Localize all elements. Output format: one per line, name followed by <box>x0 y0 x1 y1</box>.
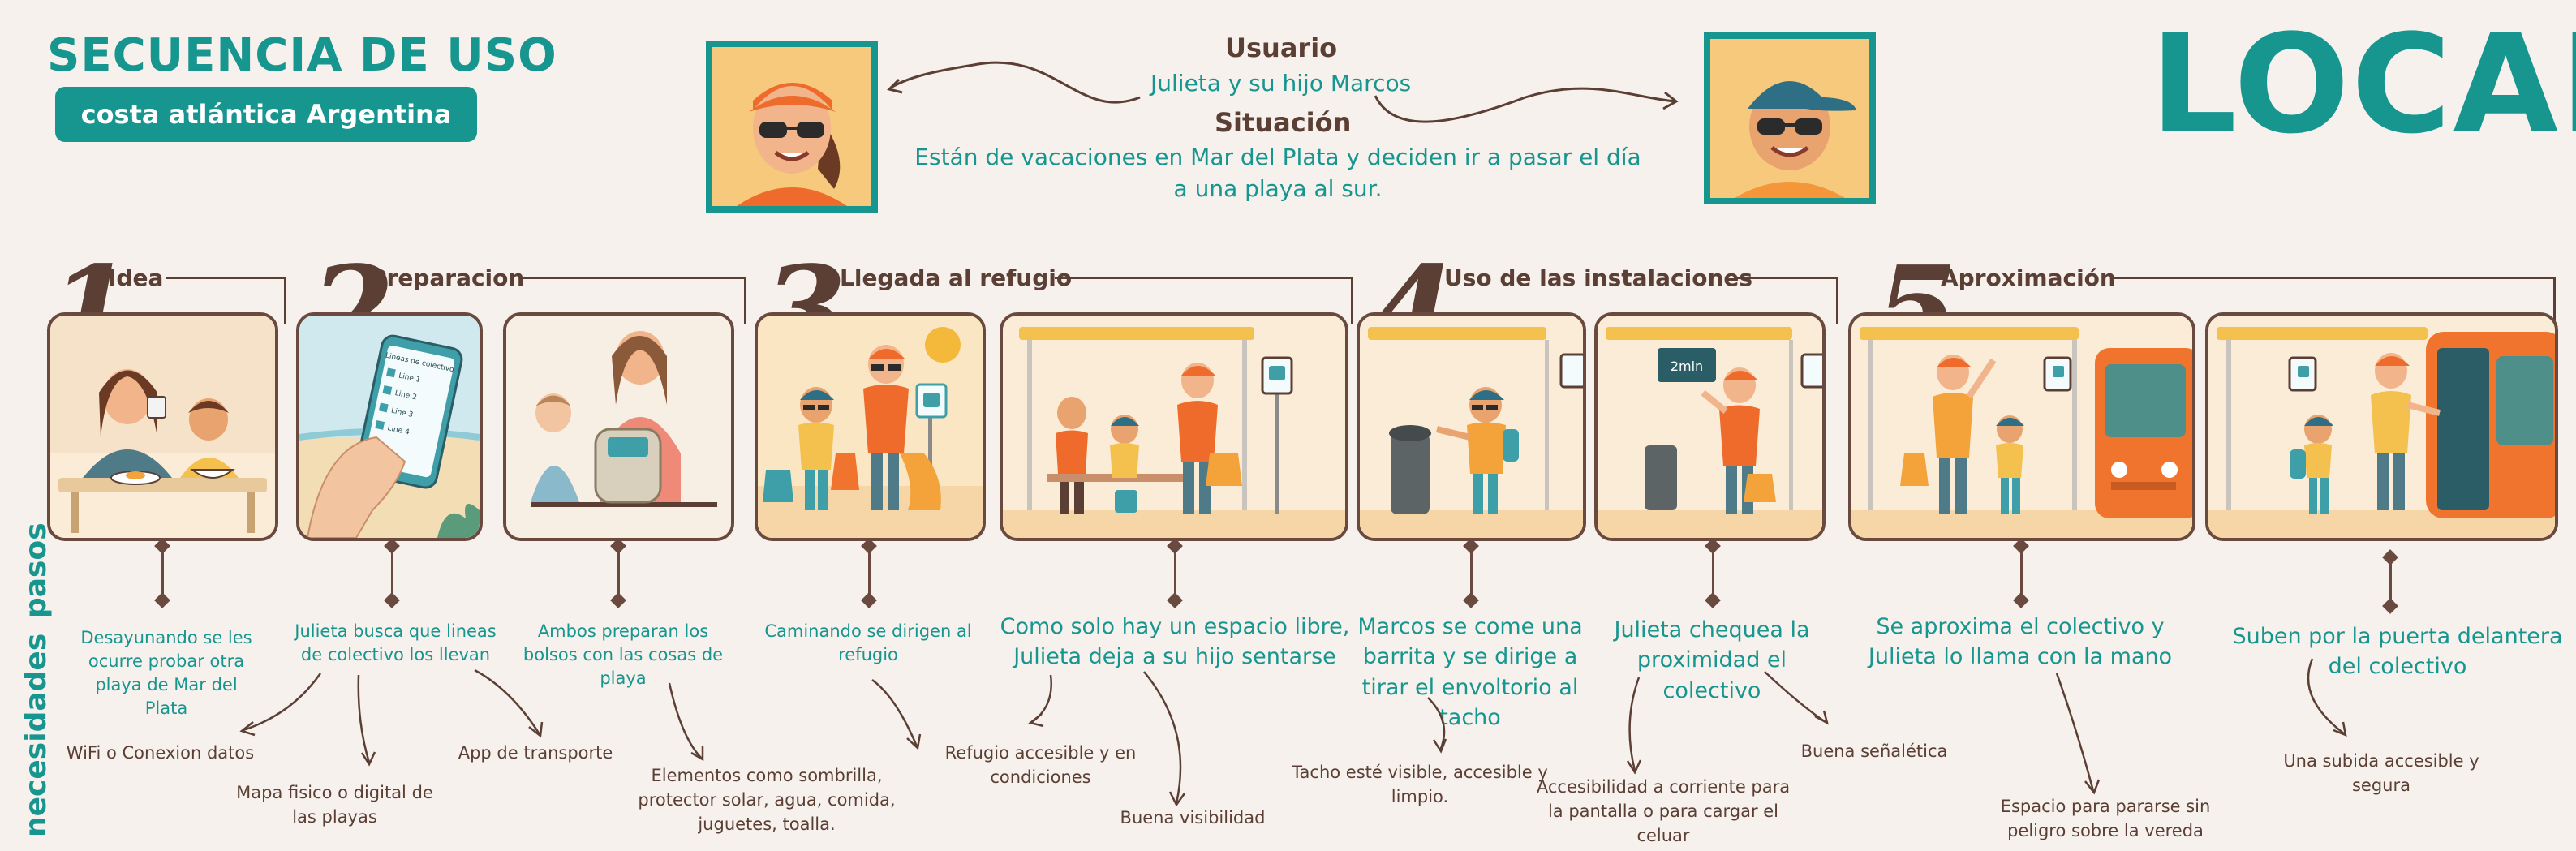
usuario-value: Julieta y su hijo Marcos <box>1150 70 1412 97</box>
panel-walking <box>755 312 986 541</box>
step-5-line-drop <box>2553 277 2556 324</box>
need-wifi: WiFi o Conexion datos <box>66 743 255 763</box>
page-title: SECUENCIA DE USO <box>47 29 557 82</box>
step-3-line-drop <box>1351 277 1353 324</box>
connector-6 <box>1470 544 1473 600</box>
connector-4 <box>868 544 871 600</box>
situacion-value: Están de vacaciones en Mar del Plata y d… <box>914 144 1641 203</box>
connector-5 <box>1174 544 1176 600</box>
panel-bus-approach <box>1848 312 2195 541</box>
step-3-name: Llegada al refugio <box>840 264 1073 291</box>
step-4-name: Uso de las instalaciones <box>1444 264 1753 291</box>
need-refugio: Refugio accesible y en condiciones <box>944 743 1137 787</box>
panel-phone: Lineas de colectivo Line 1 Line 2 Line 3… <box>296 312 483 541</box>
side-label-pasos: pasos <box>19 522 53 618</box>
step-description-2: Julieta busca que lineas de colectivo lo… <box>295 621 497 664</box>
panel-breakfast <box>47 312 278 541</box>
panel-trash <box>1357 312 1586 541</box>
step-1-line <box>166 277 286 279</box>
subtitle-badge: costa atlántica Argentina <box>55 87 477 142</box>
step-5-name: Aproximación <box>1941 264 2116 291</box>
connector-8 <box>2020 544 2023 600</box>
need-visibilidad: Buena visibilidad <box>1120 808 1266 827</box>
step-description-4: Caminando se dirigen al refugio <box>764 621 972 664</box>
usuario-label: Usuario <box>1225 32 1338 63</box>
marcos-portrait <box>1704 32 1876 204</box>
need-mapa: Mapa fisico o digital de las playas <box>236 783 433 827</box>
local-heading: LOCAL <box>2150 5 2576 164</box>
side-label-necesidades: necesidades <box>19 633 53 837</box>
connector-7 <box>1712 544 1714 600</box>
panel-packing <box>503 312 734 541</box>
step-description-7: Julieta chequea la proximidad el colecti… <box>1614 617 1810 703</box>
step-1-line-drop <box>284 277 286 324</box>
step-description-9: Suben por la puerta delantera del colect… <box>2232 624 2563 680</box>
need-corriente: Accesibilidad a corriente para la pantal… <box>1536 777 1791 845</box>
connector-3 <box>617 544 620 600</box>
step-4-line <box>1736 277 1838 279</box>
step-description-5: Como solo hay un espacio libre, Julieta … <box>1000 614 1350 670</box>
step-description-8: Se aproxima el colectivo y Julieta lo ll… <box>1868 614 2173 670</box>
step-description-1: Desayunando se les ocurre probar otra pl… <box>80 628 252 718</box>
step-1-name: Idea <box>108 264 164 291</box>
header-arrows <box>887 61 1679 123</box>
need-app: App de transporte <box>458 743 613 763</box>
need-espacio: Espacio para pararse sin peligro sobre l… <box>2000 797 2211 840</box>
step-3-line <box>1055 277 1353 279</box>
step-2-line <box>519 277 746 279</box>
connector-1 <box>161 544 164 600</box>
step-description-3: Ambos preparan los bolsos con las cosas … <box>523 621 724 688</box>
need-elementos: Elementos como sombrilla, protector sola… <box>638 766 896 834</box>
connector-2 <box>391 544 393 600</box>
step-description-6: Marcos se come una barrita y se dirige a… <box>1357 614 1583 730</box>
need-subida: Una subida accesible y segura <box>2283 751 2479 795</box>
step-2-line-drop <box>744 277 746 324</box>
situacion-label: Situación <box>1215 107 1352 138</box>
step-2-name: Preparacion <box>370 264 525 291</box>
julieta-portrait <box>706 41 878 213</box>
panel-boarding <box>2205 312 2558 541</box>
need-senaletica: Buena señalética <box>1800 741 1948 761</box>
need-tacho: Tacho esté visible, accesible y limpio. <box>1292 763 1548 806</box>
step-4-line-drop <box>1836 277 1838 324</box>
connector-9 <box>2389 555 2392 605</box>
step-5-line <box>2114 277 2556 279</box>
bus-eta-sign: 2min <box>1671 359 1703 374</box>
